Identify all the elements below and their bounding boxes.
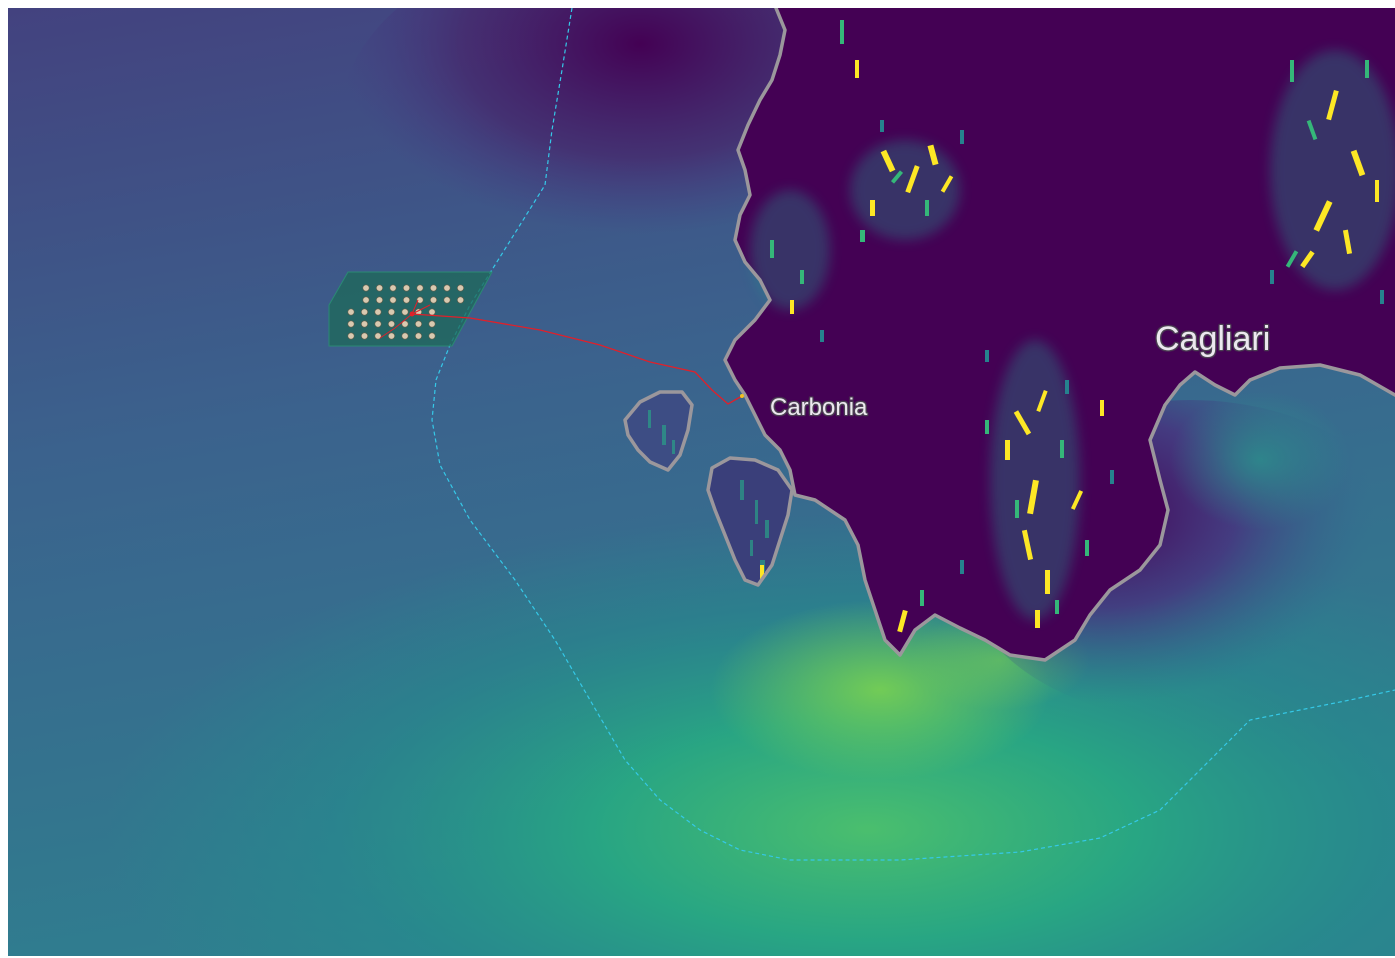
- wind-turbine-marker[interactable]: [347, 332, 355, 340]
- wind-turbine-marker[interactable]: [416, 284, 424, 292]
- wind-turbine-marker[interactable]: [401, 332, 409, 340]
- turbine-grid: [347, 284, 464, 340]
- wind-farm-area: [328, 271, 493, 347]
- wind-turbine-marker[interactable]: [428, 332, 436, 340]
- wind-turbine-marker[interactable]: [360, 308, 368, 316]
- wind-turbine-marker[interactable]: [416, 296, 424, 304]
- inter-array-cable: [379, 299, 431, 339]
- wind-turbine-marker[interactable]: [374, 332, 382, 340]
- wind-turbine-marker[interactable]: [401, 308, 409, 316]
- wind-turbine-marker[interactable]: [360, 320, 368, 328]
- wind-turbine-marker[interactable]: [402, 284, 410, 292]
- wind-turbine-marker[interactable]: [374, 320, 382, 328]
- wind-turbine-marker[interactable]: [401, 320, 409, 328]
- wind-turbine-marker[interactable]: [375, 296, 383, 304]
- wind-turbine-marker[interactable]: [347, 320, 355, 328]
- wind-turbine-marker[interactable]: [414, 320, 422, 328]
- map-canvas[interactable]: Carbonia Cagliari: [8, 8, 1395, 956]
- boundary-line: [431, 8, 1395, 861]
- coastline: [623, 8, 1395, 662]
- island-sanpietro: [625, 392, 692, 470]
- terrain-ridges: [760, 20, 1384, 633]
- wind-turbine-marker[interactable]: [389, 284, 397, 292]
- wind-turbine-marker[interactable]: [428, 320, 436, 328]
- wind-turbine-marker[interactable]: [402, 296, 410, 304]
- wind-turbine-marker[interactable]: [429, 284, 437, 292]
- wind-turbine-marker[interactable]: [375, 284, 383, 292]
- wind-turbine-marker[interactable]: [414, 332, 422, 340]
- gulf-bay-glow: [1170, 390, 1350, 530]
- wind-turbine-marker[interactable]: [387, 308, 395, 316]
- wind-turbine-marker[interactable]: [387, 320, 395, 328]
- terrain-highlights: [750, 50, 1395, 620]
- wind-turbine-marker[interactable]: [360, 332, 368, 340]
- export-cable: [411, 313, 743, 405]
- wind-turbine-marker[interactable]: [389, 296, 397, 304]
- wind-turbine-marker[interactable]: [387, 332, 395, 340]
- map-graphic: [8, 8, 1395, 956]
- wind-turbine-marker[interactable]: [374, 308, 382, 316]
- wind-turbine-marker[interactable]: [456, 296, 464, 304]
- wind-turbine-marker[interactable]: [428, 308, 436, 316]
- wind-turbine-marker[interactable]: [347, 308, 355, 316]
- wind-turbine-marker[interactable]: [443, 284, 451, 292]
- wind-turbine-marker[interactable]: [443, 296, 451, 304]
- wind-turbine-marker[interactable]: [362, 284, 370, 292]
- place-label-carbonia: Carbonia: [770, 394, 868, 421]
- offshore-substation: [409, 311, 415, 317]
- island-santantioco: [708, 458, 792, 585]
- place-label-cagliari: Cagliari: [1155, 320, 1271, 358]
- wind-turbine-marker[interactable]: [429, 296, 437, 304]
- cable-landing-point: [740, 394, 744, 398]
- wind-turbine-marker[interactable]: [362, 296, 370, 304]
- wind-turbine-marker[interactable]: [456, 284, 464, 292]
